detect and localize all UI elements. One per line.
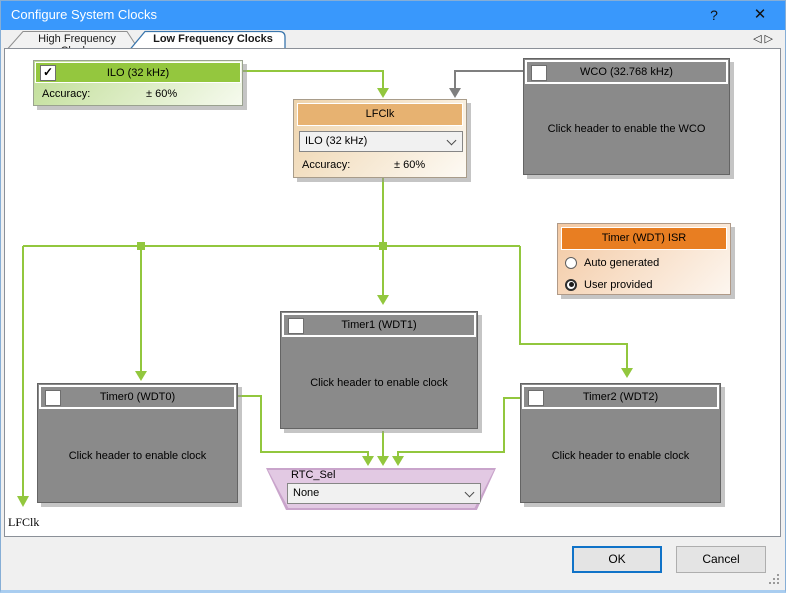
wire-ilo-to-lfclk (243, 70, 384, 89)
arrow-rtc-right (392, 456, 404, 466)
ilo-title: ILO (32 kHz) (106, 66, 170, 79)
arrow-rtc-middle (377, 456, 389, 466)
arrow-rtc-left (362, 456, 374, 466)
timer0-header[interactable]: Timer0 (WDT0) (39, 385, 236, 409)
isr-option-label: User provided (584, 278, 653, 291)
tab-strip: High Frequency Clocks Low Frequency Cloc… (0, 30, 786, 57)
arrow-lfclk-in-gray (449, 88, 461, 98)
ilo-checkbox[interactable]: ✓ (40, 65, 56, 81)
close-icon[interactable]: ✕ (753, 6, 767, 23)
rtc-sel-block: RTC_Sel None (266, 468, 496, 510)
isr-option-user-provided[interactable]: User provided (565, 277, 652, 292)
lfclk-output-label: LFClk (8, 515, 40, 529)
wco-block: WCO (32.768 kHz) Click header to enable … (523, 58, 730, 175)
radio-icon[interactable] (565, 256, 577, 269)
lfclk-source-value: ILO (32 kHz) (305, 135, 368, 147)
timer1-header[interactable]: Timer1 (WDT1) (282, 313, 476, 337)
clock-diagram-canvas: ✓ ILO (32 kHz) Accuracy: ± 60% WCO (32.7… (4, 48, 781, 537)
arrow-timer1-in (377, 295, 389, 305)
arrow-timer2-in (621, 368, 633, 378)
rtc-sel-value: None (293, 487, 320, 499)
rtc-sel-title: RTC_Sel (291, 469, 336, 481)
lfclk-accuracy-label: Accuracy: (302, 159, 351, 171)
ilo-accuracy-value: ± 60% (146, 88, 178, 100)
timer0-checkbox[interactable] (45, 390, 61, 406)
chevron-down-icon (464, 487, 475, 497)
chevron-down-icon (446, 135, 457, 145)
tab-scroll-arrows: ◁▷ (753, 32, 776, 45)
tab-scroll-left-icon[interactable]: ◁ (753, 33, 765, 45)
arrow-lfclk-output (17, 496, 29, 507)
isr-option-auto-generated[interactable]: Auto generated (565, 255, 659, 270)
wire-to-timer2 (519, 246, 628, 369)
wire-timer0-to-rtc (238, 395, 369, 457)
ok-button[interactable]: OK (572, 546, 662, 573)
lfclk-source-select[interactable]: ILO (32 kHz) (299, 131, 463, 152)
wire-timer2-to-rtc (397, 397, 520, 457)
tab-low-frequency-clocks[interactable]: Low Frequency Clocks (153, 33, 273, 45)
tab-scroll-right-icon[interactable]: ▷ (764, 33, 776, 45)
isr-option-label: Auto generated (584, 256, 660, 269)
ilo-header[interactable]: ✓ ILO (32 kHz) (35, 62, 241, 83)
wco-body-text: Click header to enable the WCO (547, 123, 706, 135)
connector-layer (17, 70, 633, 507)
tab-shapes (6, 30, 286, 50)
tab-low-frequency-shape[interactable] (129, 30, 286, 50)
window-title: Configure System Clocks (11, 7, 157, 22)
arrow-timer0-in (135, 371, 147, 381)
timer1-title: Timer1 (WDT1) (341, 319, 417, 331)
timer2-title: Timer2 (WDT2) (582, 391, 659, 403)
wco-header[interactable]: WCO (32.768 kHz) (525, 60, 728, 84)
timer1-checkbox[interactable] (288, 318, 304, 334)
wire-wco-to-lfclk (454, 70, 523, 89)
lfclk-header[interactable]: LFClk (297, 103, 463, 126)
wdt-isr-block: Timer (WDT) ISR Auto generated User prov… (557, 223, 731, 295)
timer0-block: Timer0 (WDT0) Click header to enable clo… (37, 383, 238, 503)
timer1-block: Timer1 (WDT1) Click header to enable clo… (280, 311, 478, 429)
timer2-body-text: Click header to enable clock (551, 449, 690, 462)
check-icon: ✓ (42, 65, 54, 79)
ilo-accuracy-label: Accuracy: (42, 88, 91, 100)
timer2-block: Timer2 (WDT2) Click header to enable clo… (520, 383, 721, 503)
arrow-lfclk-in-green (377, 88, 389, 98)
lfclk-block: LFClk ILO (32 kHz) Accuracy: ± 60% (293, 99, 467, 178)
junction-dot (379, 242, 387, 250)
timer2-checkbox[interactable] (528, 390, 544, 406)
lfclk-accuracy-value: ± 60% (394, 159, 426, 171)
ilo-block: ✓ ILO (32 kHz) Accuracy: ± 60% (33, 60, 243, 106)
cancel-button[interactable]: Cancel (676, 546, 766, 573)
timer0-body-text: Click header to enable clock (68, 449, 207, 462)
junction-dot (137, 242, 145, 250)
wco-checkbox[interactable] (531, 65, 547, 81)
wdt-isr-header[interactable]: Timer (WDT) ISR (561, 227, 727, 250)
rtc-sel-select[interactable]: None (287, 483, 481, 504)
timer2-header[interactable]: Timer2 (WDT2) (522, 385, 719, 409)
timer1-body-text: Click header to enable clock (310, 376, 448, 389)
timer0-title: Timer0 (WDT0) (99, 391, 176, 403)
titlebar[interactable]: Configure System Clocks ? ✕ (0, 0, 786, 30)
resize-grip-icon[interactable] (767, 574, 779, 586)
help-icon[interactable]: ? (710, 7, 718, 23)
radio-selected-icon[interactable] (565, 278, 577, 291)
wco-title: WCO (32.768 kHz) (580, 66, 673, 78)
